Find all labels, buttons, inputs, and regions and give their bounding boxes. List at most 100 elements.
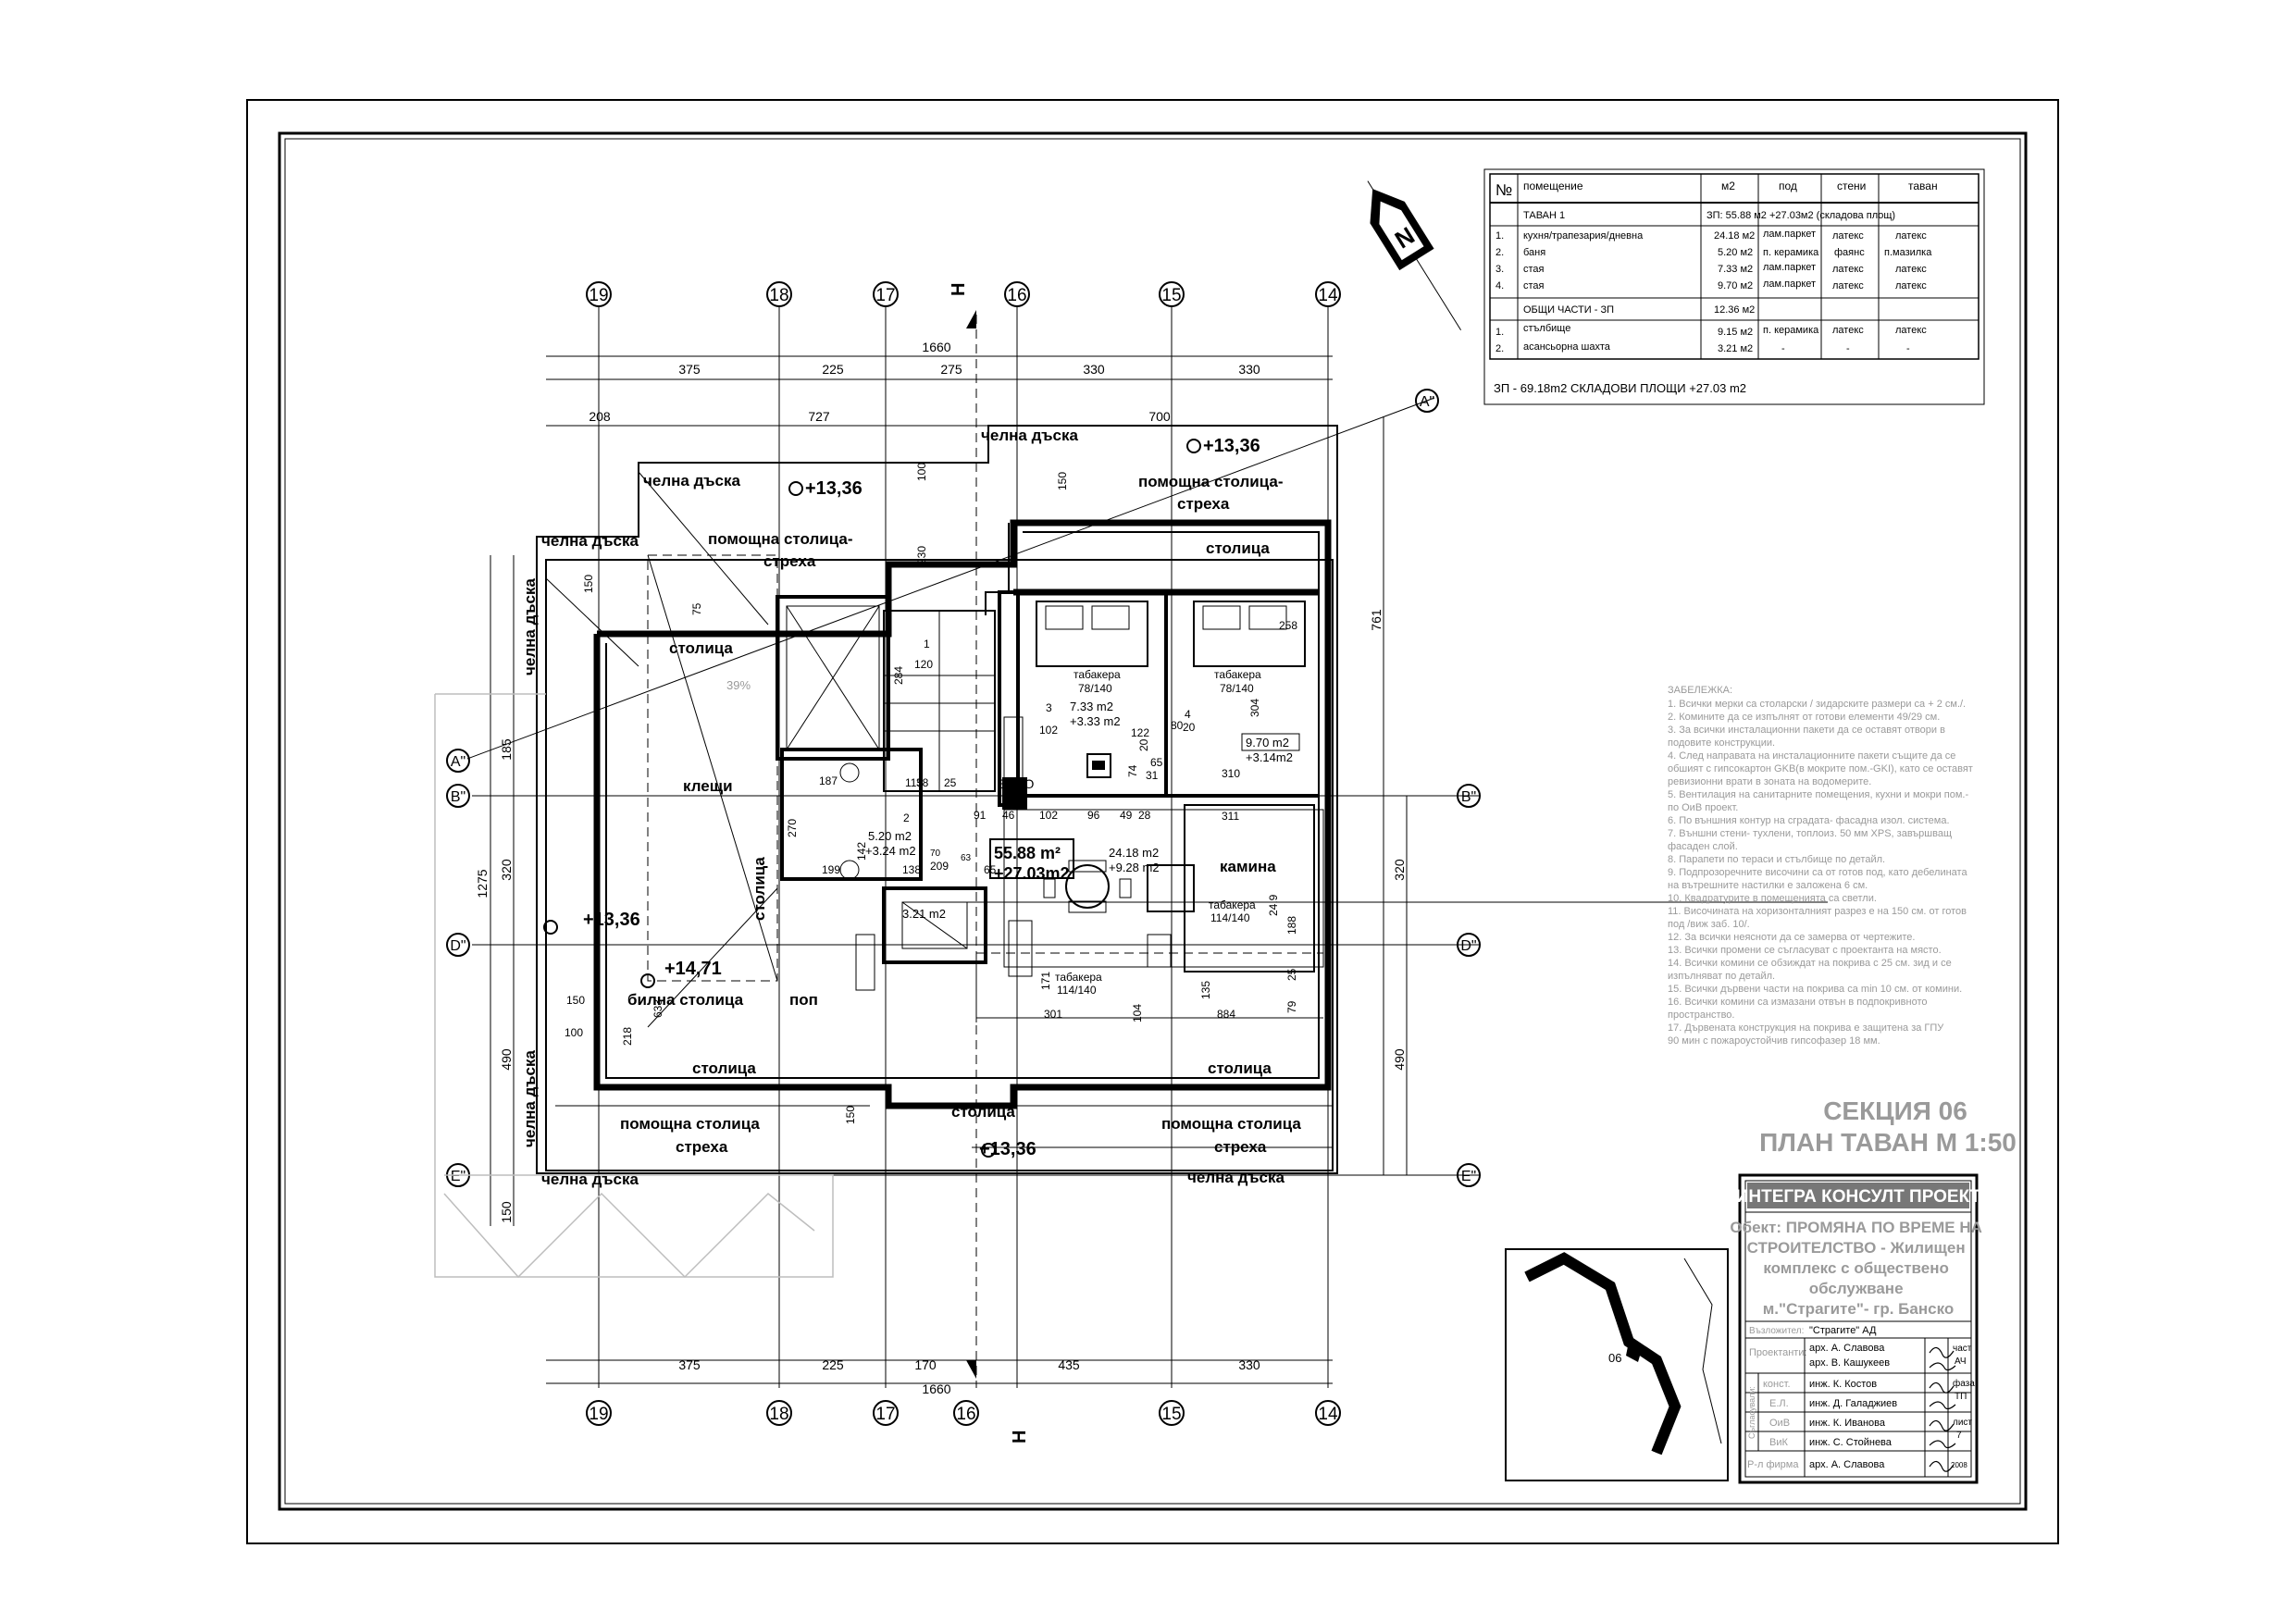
svg-text:91: 91 [974,809,987,822]
label-stolica-vertical: столица [751,857,768,921]
svg-text:инж. К. Костов: инж. К. Костов [1809,1379,1877,1390]
sheet-title: СЕКЦИЯ 06 ПЛАН ТАВАН М 1:50 [1759,1096,2017,1157]
svg-text:24.18 м2: 24.18 м2 [1714,230,1755,242]
label-pop: поп [789,991,818,1009]
area-main-extra: +27.03m2 [994,864,1070,883]
svg-text:част: част [1953,1344,1972,1354]
label-chelna-daska: челна дъска [643,472,740,489]
svg-text:490: 490 [499,1048,514,1071]
label-kamina: камина [1220,858,1276,875]
level-mark: +13,36 [1203,436,1260,456]
th-floor: под [1779,180,1797,192]
svg-text:Проектанти:: Проектанти: [1749,1347,1807,1358]
area-main: 55.88 m² [994,844,1061,862]
svg-text:арх. А. Славова: арх. А. Славова [1809,1343,1885,1354]
grid-bubbles-right: A" B" D" E" [1415,389,1481,1187]
label-streha: стреха [676,1138,728,1156]
svg-text:275: 275 [940,362,962,377]
svg-text:D": D" [1460,938,1476,954]
outer-frame [246,99,2059,1544]
client-name: "Страгите" АД [1809,1325,1877,1336]
svg-text:150: 150 [566,994,585,1007]
th-num: № [1496,181,1512,199]
svg-text:18: 18 [769,286,788,305]
svg-text:фаза: фаза [1953,1378,1975,1389]
svg-text:230: 230 [915,546,928,564]
svg-text:лам.паркет: лам.паркет [1763,229,1816,240]
level-marks: +13,36 +13,36 +13,36 +13,36 +14,71 [543,436,1260,1159]
svg-text:79: 79 [1285,1000,1298,1013]
svg-text:65: 65 [1150,756,1163,769]
label-tabakera-size: 78/140 [1220,682,1254,695]
label-tabakera-size: 114/140 [1057,984,1097,997]
svg-text:асансьорна шахта: асансьорна шахта [1523,341,1611,353]
svg-text:20: 20 [1183,721,1196,734]
svg-text:102: 102 [1039,724,1058,737]
key-plan-label: 06 [1608,1351,1621,1365]
label-stolica: столица [1206,539,1270,557]
label-pomoshtna-stolica: помощна столица [1161,1115,1301,1133]
svg-text:лист: лист [1953,1418,1972,1428]
svg-text:п. керамика: п. керамика [1763,325,1819,336]
svg-text:209: 209 [930,860,949,873]
room-schedule-table: № помещение м2 под стени таван ТАВАН 1 З… [1483,168,1985,405]
svg-text:п.мазилка: п.мазилка [1884,247,1932,258]
section2-area: 12.36 м2 [1714,304,1755,316]
svg-text:латекс: латекс [1895,280,1927,291]
grid-bubbles-top: 19 18 17 16 15 14 [586,281,1341,307]
section-line: Н Н [949,283,1030,1443]
svg-text:28: 28 [1138,809,1151,822]
label-stolica: столица [669,639,733,657]
svg-text:96: 96 [1087,809,1100,822]
label-chelna-daska: челна дъска [541,1171,639,1188]
svg-text:фаянс: фаянс [1834,247,1865,258]
table-row: 1. стълбище 9.15 м2 п. керамика латекс л… [1496,323,1927,338]
svg-text:7.33 м2: 7.33 м2 [1718,264,1753,275]
title-block: ИНТЕГРА КОНСУЛТ ПРОЕКТ Обект: ПРОМЯНА ПО… [1730,1173,1986,1484]
level-mark: +13,36 [805,478,863,499]
label-chelna-daska: челна дъска [1187,1169,1285,1186]
notes-title: ЗАБЕЛЕЖКА: [1668,685,1732,696]
svg-text:80: 80 [1171,719,1184,732]
object-description: Обект: ПРОМЯНА ПО ВРЕМЕ НА СТРОИТЕЛСТВО … [1730,1219,1986,1318]
label-slope: 39% [726,678,751,692]
svg-text:инж. Д. Галаджиев: инж. Д. Галаджиев [1809,1398,1897,1409]
svg-text:225: 225 [822,1357,844,1372]
label-pomoshtna-stolica: помощна столица- [708,530,853,548]
svg-text:16: 16 [1007,286,1026,305]
svg-text:арх. В. Кашукеев: арх. В. Кашукеев [1809,1357,1890,1369]
svg-text:стълбище: стълбище [1523,323,1570,334]
section1-title: ТАВАН 1 [1523,210,1565,221]
svg-text:инж. С. Стойнева: инж. С. Стойнева [1809,1437,1893,1448]
label-tabakera: табакера [1214,668,1261,681]
svg-text:115: 115 [905,776,923,789]
svg-text:171: 171 [1039,972,1052,990]
tabakera-labels: табакера 78/140 табакера 78/140 табакера… [1055,668,1261,997]
svg-text:490: 490 [1392,1048,1407,1071]
grid-bubbles-bottom: 19 18 17 16 15 14 [586,1400,1341,1426]
svg-text:арх. А. Славова: арх. А. Славова [1809,1459,1885,1470]
svg-text:31: 31 [1146,769,1159,782]
svg-text:100: 100 [915,463,928,481]
svg-text:латекс: латекс [1895,264,1927,275]
notes-block: ЗАБЕЛЕЖКА: 1. Всички мерки са столарски … [1668,685,1976,1047]
area-kitchen: 24.18 m2 [1109,846,1159,860]
exterior-walls [593,519,1332,1109]
notes-lines: 1. Всички мерки са столарски / зидарскит… [1668,699,1976,1047]
svg-text:1660: 1660 [922,340,950,354]
table-row: 2. баня 5.20 м2 п. керамика фаянс п.мази… [1496,247,1932,258]
svg-text:208: 208 [589,409,611,424]
svg-text:258: 258 [1279,619,1297,632]
table-row: 4. стая 9.70 м2 лам.паркет латекс латекс [1496,279,1927,291]
svg-text:74: 74 [1126,764,1139,777]
svg-text:884: 884 [1217,1008,1235,1021]
label-tabakera: табакера [1074,668,1121,681]
area-kitchen-extra: +9.28 m2 [1109,861,1160,874]
svg-text:310: 310 [1222,767,1240,780]
svg-text:лам.паркет: лам.паркет [1763,279,1816,290]
furniture [839,601,1306,977]
label-streha: стреха [763,552,816,570]
label-chelna-daska-vertical: челна дъска [521,1050,539,1147]
svg-text:301: 301 [1044,1008,1062,1021]
table-row: 2. асансьорна шахта 3.21 м2 - - - [1496,341,1910,354]
